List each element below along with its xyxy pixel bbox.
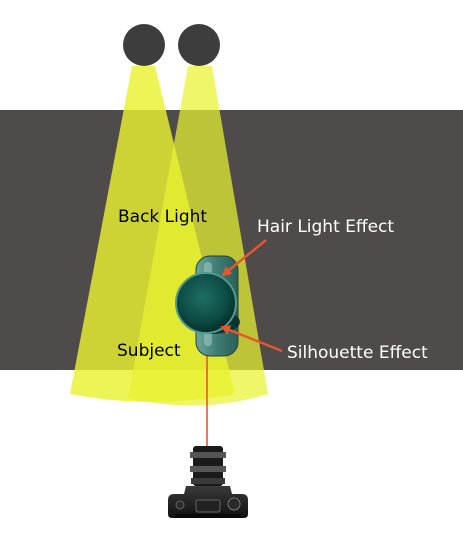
hair-light-arrow (221, 239, 267, 277)
subject-label: Subject (117, 341, 181, 361)
silhouette-effect-label: Silhouette Effect (287, 343, 428, 363)
hair-light-effect-label: Hair Light Effect (257, 217, 394, 237)
camera-icon (168, 446, 248, 518)
back-light-label: Back Light (118, 207, 207, 227)
subject-icon (175, 255, 240, 357)
silhouette-arrow (220, 325, 283, 353)
back-light-head-icon (123, 24, 165, 66)
hair-light-head-icon (178, 24, 220, 66)
